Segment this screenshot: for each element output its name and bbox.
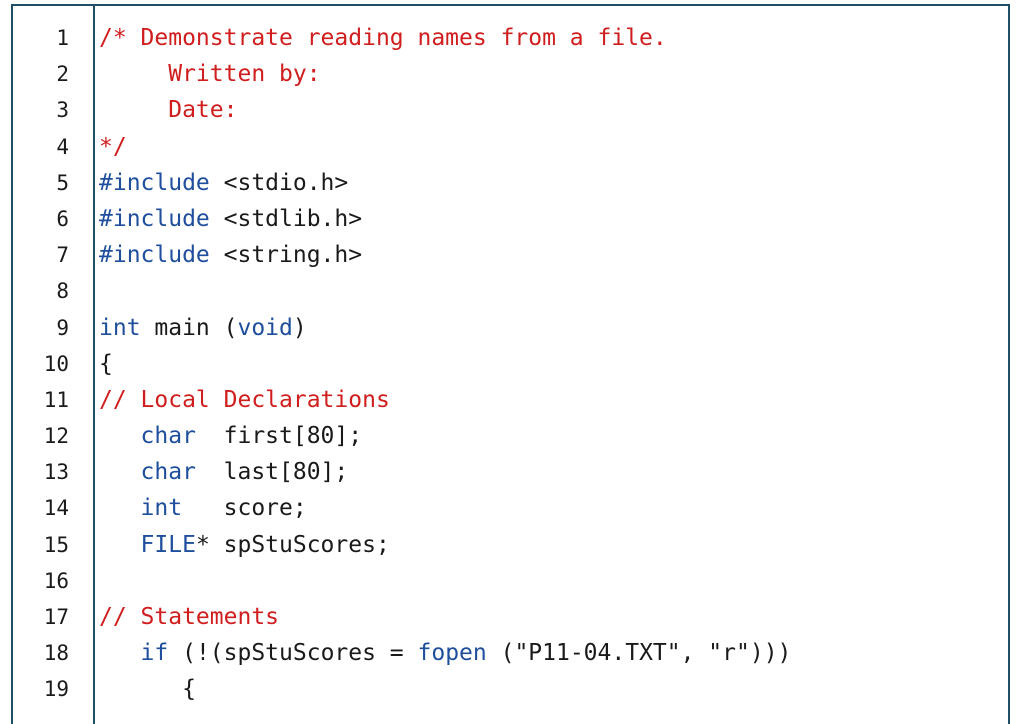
code-line: 10 { [13,346,1008,382]
code-token-keyword: #include [99,242,210,269]
code-token-plain: last[80]; [195,459,349,486]
code-token-keyword: int [140,495,183,522]
code-text: int main (void) [99,310,307,346]
code-line: 16 [13,563,1008,599]
code-line: 9 int main (void) [13,310,1008,346]
code-token-keyword: #include [99,205,210,232]
code-line: 6 #include <stdlib.h> [13,201,1008,237]
code-token-comment: /* Demonstrate reading names from a file… [99,25,667,51]
code-token-keyword: fopen [417,640,487,667]
code-token-keyword: if [140,640,169,667]
line-number: 7 [56,243,69,268]
code-text: char last[80]; [99,454,349,490]
line-number: 4 [56,134,69,159]
code-text: // Local Declarations [99,382,390,418]
code-token-keyword: void [237,314,293,341]
code-token-plain: * spStuScores; [195,531,390,558]
code-text: #include <string.h> [99,237,362,273]
code-token-plain: ) [292,314,307,341]
line-number: 16 [43,568,69,593]
line-number: 3 [56,98,69,123]
code-token-plain: { [99,350,113,377]
code-token-plain: first[80]; [195,423,363,450]
code-token-comment: */ [99,133,127,160]
line-number: 18 [43,641,69,666]
code-line: 13 char last[80]; [13,454,1008,490]
code-token-plain [99,495,141,521]
code-token-plain: { [99,676,196,703]
code-text: #include <stdio.h> [99,165,348,201]
code-line: 12 char first[80]; [13,418,1008,454]
line-number: 17 [43,605,69,629]
code-token-keyword: int [99,314,141,341]
code-line: 17 // Statements [13,599,1008,635]
code-token-plain: <string.h> [209,242,363,269]
code-line: 2 Written by: [13,56,1008,92]
code-text: /* Demonstrate reading names from a file… [99,20,667,56]
code-token-keyword: char [140,423,196,450]
code-text: // Statements [99,599,279,635]
code-token-comment: // Local Declarations [99,386,390,413]
code-line: 18 if (!(spStuScores = fopen ("P11-04.TX… [13,635,1008,671]
line-number: 14 [43,496,69,521]
code-text: Date: [99,92,237,128]
line-number: 10 [43,351,69,376]
code-token-plain: score; [182,495,307,522]
line-number: 8 [56,279,69,304]
code-token-comment: Date: [99,97,238,124]
code-token-plain [99,459,141,485]
code-line: 11 // Local Declarations [13,382,1008,418]
code-token-plain: (!(spStuScores = [168,640,418,667]
code-text: int score; [99,490,307,526]
code-listing-frame: 1 /* Demonstrate reading names from a fil… [11,4,1010,724]
code-text: { [99,671,196,707]
code-token-plain: <stdio.h> [209,169,349,196]
code-line: 3 Date: [13,92,1008,128]
code-line: 15 FILE* spStuScores; [13,527,1008,563]
code-token-plain [99,532,141,558]
code-line: 8 [13,273,1008,309]
code-line: 7 #include <string.h> [13,237,1008,273]
code-line: 14 int score; [13,490,1008,526]
code-token-comment: Written by: [99,61,321,88]
line-number-divider [93,6,95,724]
code-text: { [99,346,113,382]
code-listing: 1 /* Demonstrate reading names from a fil… [13,20,1008,708]
line-number: 11 [43,387,69,412]
code-text: Written by: [99,56,321,92]
code-line: 5 #include <stdio.h> [13,165,1008,201]
code-token-comment: // Statements [99,604,280,630]
code-text: #include <stdlib.h> [99,201,362,237]
line-number: 9 [56,315,69,340]
code-line: 19 { [13,671,1008,707]
code-token-plain: <stdlib.h> [209,205,363,232]
code-line: 1 /* Demonstrate reading names from a fil… [13,20,1008,56]
line-number: 12 [43,424,69,449]
line-number: 6 [56,206,69,231]
line-number: 15 [43,532,69,557]
code-token-keyword: #include [99,169,210,196]
code-text: char first[80]; [99,418,363,454]
code-token-plain [99,423,141,449]
line-number: 13 [43,460,69,485]
code-token-plain [99,640,141,666]
line-number: 1 [56,26,69,50]
code-text: FILE* spStuScores; [99,527,390,563]
code-text: */ [99,129,127,165]
line-number: 19 [43,677,69,702]
code-line: 4 */ [13,129,1008,165]
code-token-keyword: FILE [140,531,196,558]
line-number: 5 [56,170,69,195]
code-token-keyword: char [140,459,196,486]
line-number: 2 [56,62,69,87]
code-token-plain: ("P11-04.TXT", "r"))) [486,640,792,667]
code-token-plain: main ( [140,314,238,341]
code-text: if (!(spStuScores = fopen ("P11-04.TXT",… [99,635,792,671]
